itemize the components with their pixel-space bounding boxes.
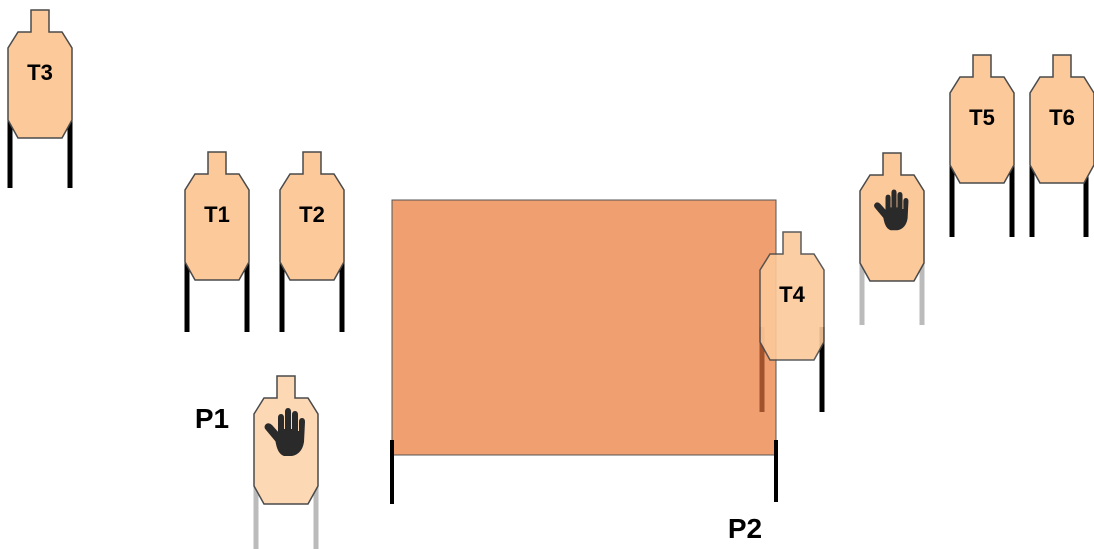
target-label: T5 <box>969 105 995 130</box>
target-t4: T4 <box>759 231 825 412</box>
position-label-p2: P2 <box>728 513 762 544</box>
barrier-rect <box>391 199 777 456</box>
target-label: T6 <box>1049 105 1075 130</box>
target-t6: T6 <box>1029 54 1094 237</box>
target-label: T2 <box>299 202 325 227</box>
barrier-wall <box>390 199 778 504</box>
target-t3: T3 <box>7 9 73 188</box>
target-t5: T5 <box>949 54 1015 237</box>
target-label: T1 <box>204 202 230 227</box>
no-shoot-p1 <box>253 375 319 549</box>
target-t1: T1 <box>184 151 250 332</box>
target-label: T4 <box>779 282 805 307</box>
target-label: T3 <box>27 60 53 85</box>
position-label-p1: P1 <box>195 403 229 434</box>
target-t2: T2 <box>279 151 345 332</box>
no-shoot-right <box>859 152 925 325</box>
